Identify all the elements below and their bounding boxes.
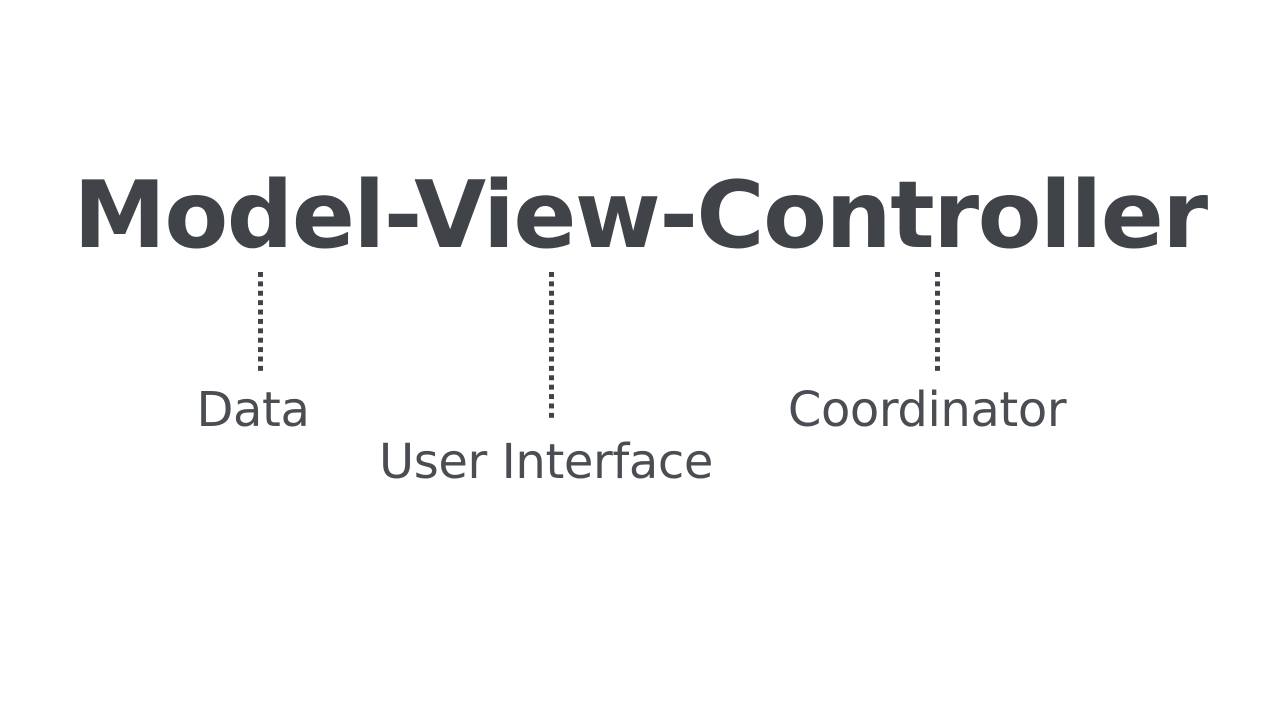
label-view-user-interface: User Interface <box>379 434 713 490</box>
label-controller-coordinator: Coordinator <box>787 382 1067 438</box>
connector-line-controller <box>935 272 940 371</box>
page-title: Model-View-Controller <box>73 161 1208 269</box>
connector-line-model <box>258 272 263 371</box>
label-model-data: Data <box>196 382 310 438</box>
connector-line-view <box>549 272 554 418</box>
